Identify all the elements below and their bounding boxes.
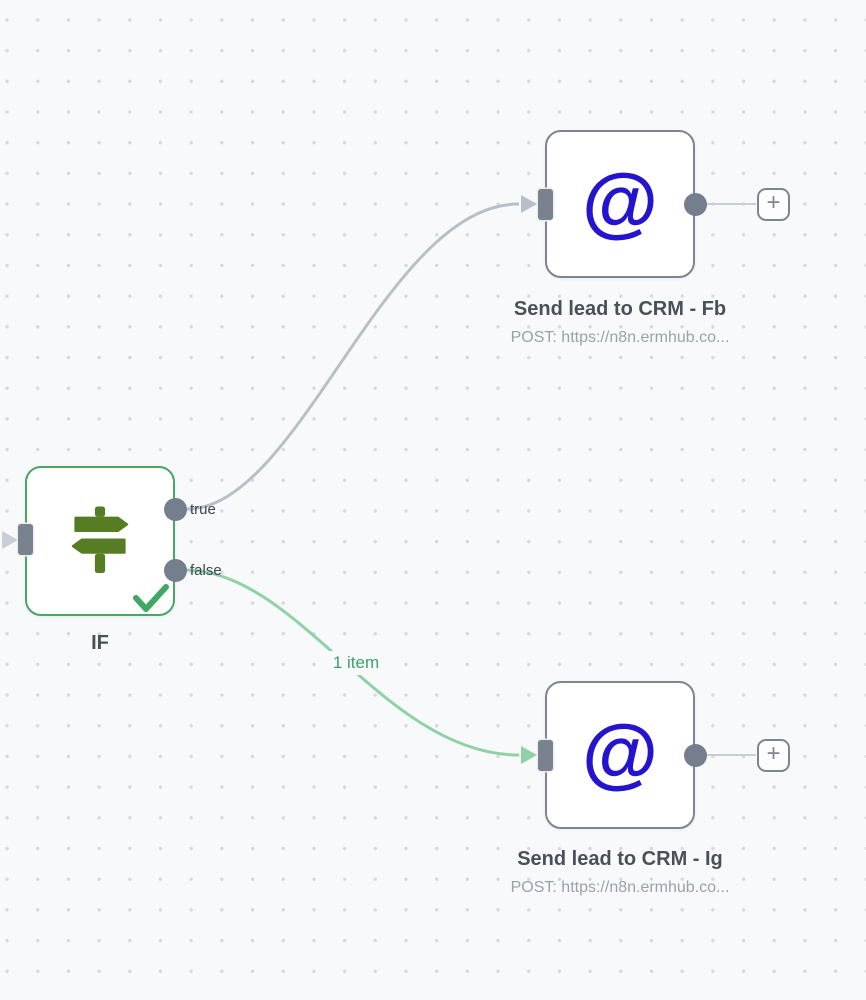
if-node-label: IF xyxy=(91,632,109,654)
ig-node-subtitle: POST: https://n8n.ermhub.co... xyxy=(510,879,730,896)
signpost-icon xyxy=(71,506,129,573)
if-output-endpoint-false[interactable] xyxy=(163,558,187,582)
if-output-label-false: false xyxy=(190,562,222,579)
at-icon: @ xyxy=(581,157,659,245)
plus-icon: + xyxy=(766,189,781,216)
if-output-endpoint-true[interactable] xyxy=(163,497,187,521)
ig-add-node-button[interactable]: + xyxy=(757,738,790,772)
fb-output-endpoint[interactable] xyxy=(683,192,707,216)
node-send-lead-to-crm-fb[interactable]: @ xyxy=(545,130,695,278)
ig-input-connector[interactable] xyxy=(538,739,553,771)
connection-arrow-icon xyxy=(521,195,537,213)
fb-input-connector[interactable] xyxy=(538,188,553,220)
if-output-label-true: true xyxy=(190,501,216,518)
fb-add-node-button[interactable]: + xyxy=(757,187,790,221)
node-send-lead-to-crm-ig[interactable]: @ xyxy=(545,681,695,829)
ig-output-endpoint[interactable] xyxy=(683,743,707,767)
at-icon: @ xyxy=(581,708,659,796)
connection-arrow-icon xyxy=(521,746,537,764)
plus-icon: + xyxy=(766,740,781,767)
connection-items-label: 1 item xyxy=(326,651,386,675)
ig-node-title: Send lead to CRM - Ig xyxy=(517,848,723,870)
success-check-icon xyxy=(133,584,169,612)
connection-arrow-icon xyxy=(2,531,18,549)
fb-node-subtitle: POST: https://n8n.ermhub.co... xyxy=(510,329,730,346)
if-input-connector[interactable] xyxy=(18,524,33,555)
fb-node-title: Send lead to CRM - Fb xyxy=(513,298,727,320)
connection-true-to-fb[interactable] xyxy=(186,202,520,511)
